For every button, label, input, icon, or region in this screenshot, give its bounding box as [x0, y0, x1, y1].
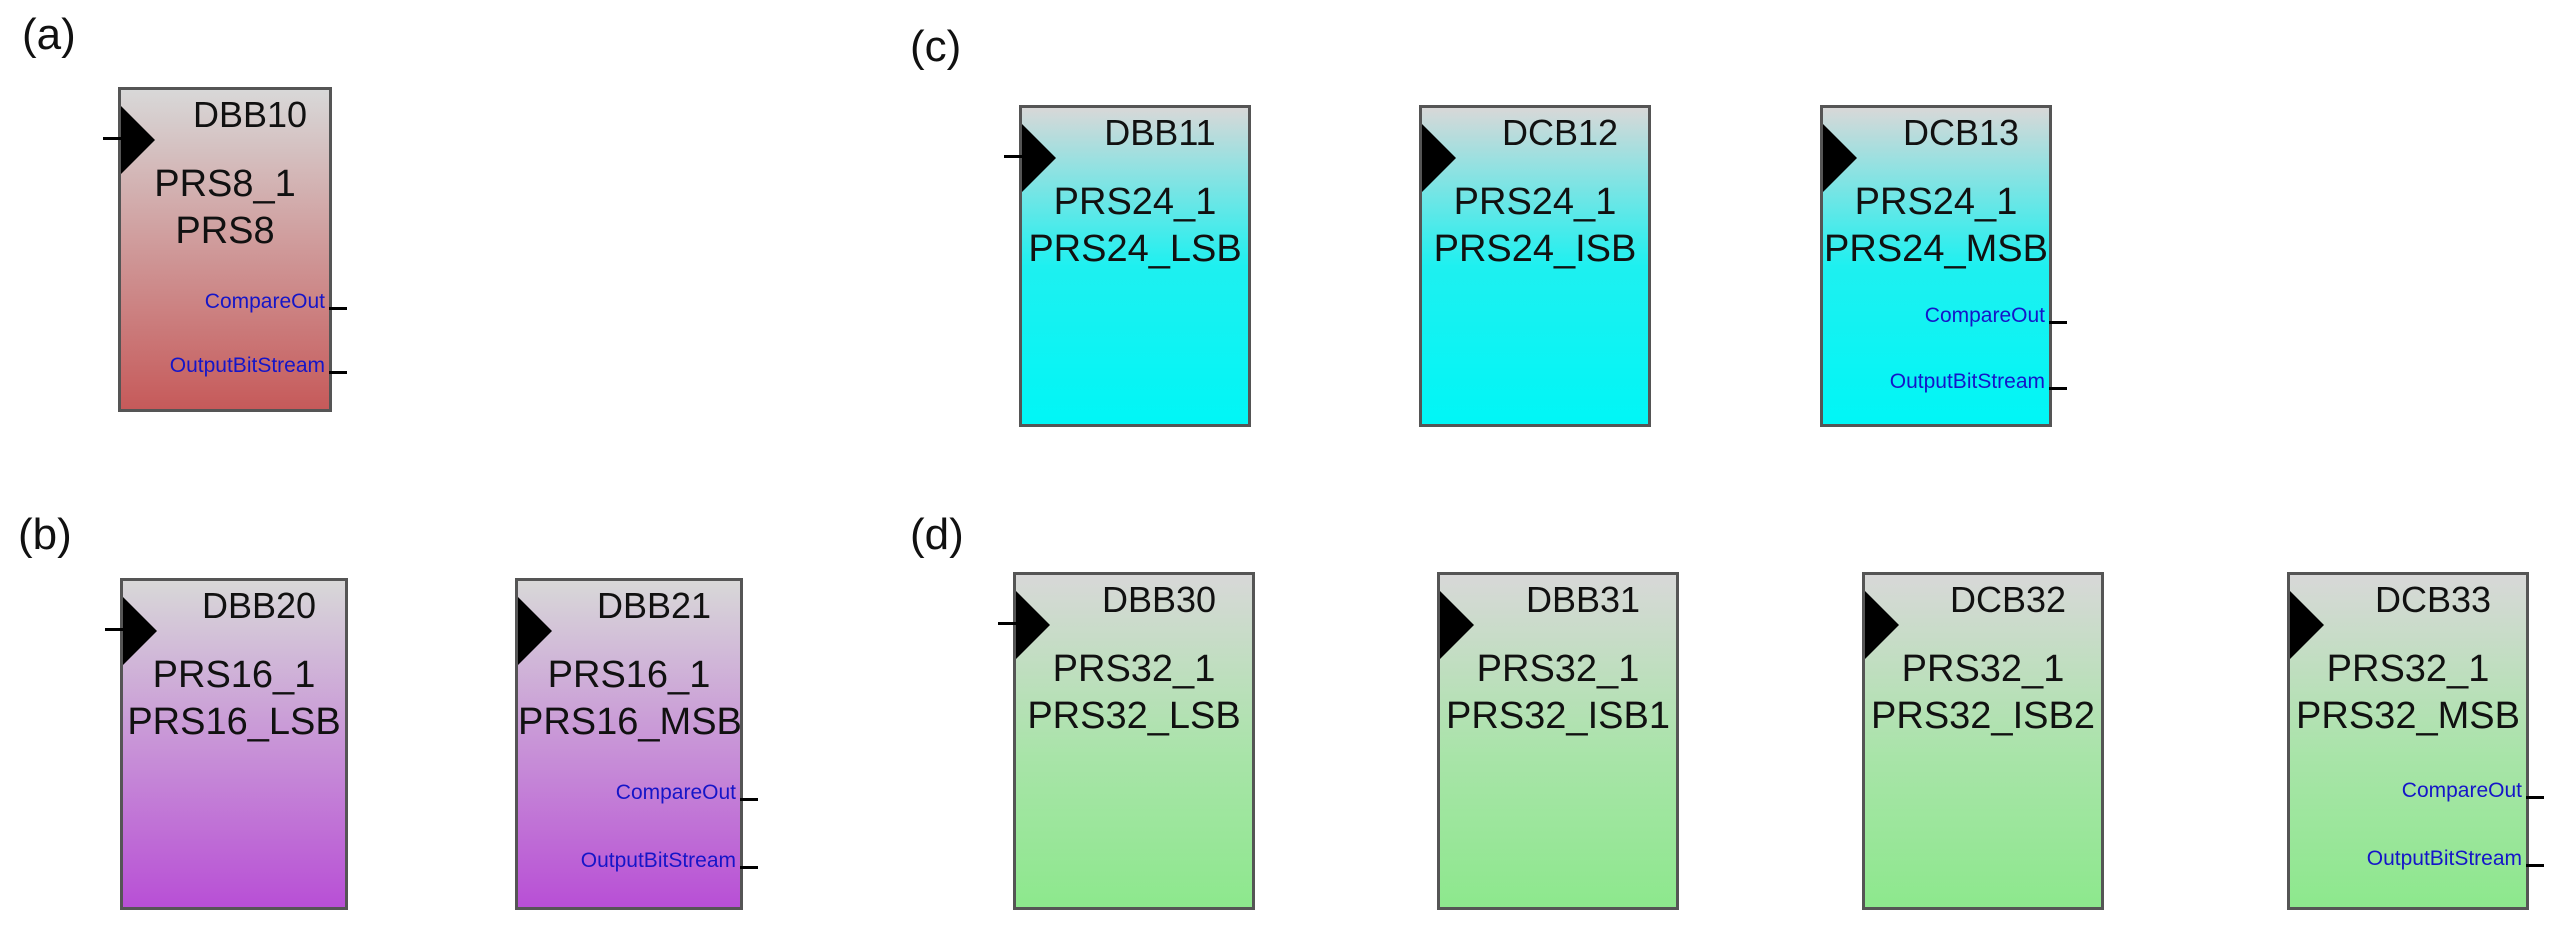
block-module: PRS24_MSB	[1824, 228, 2048, 270]
block-name: DBB20	[201, 585, 317, 626]
clock-triangle-icon	[1823, 124, 1857, 192]
block-dbb30[interactable]: DBB30 PRS32_1 PRS32_LSB	[998, 572, 1255, 910]
output-bitstream-label: OutputBitStream	[580, 849, 736, 872]
compare-out-label: CompareOut	[204, 290, 325, 313]
block-module: PRS24_LSB	[1028, 228, 1242, 270]
block-instance: PRS16_1	[152, 654, 316, 696]
clock-input-lead[interactable]	[1004, 155, 1022, 158]
compare-out-label: CompareOut	[1924, 304, 2045, 327]
block-instance: PRS8_1	[154, 163, 296, 205]
clock-triangle-icon	[1440, 591, 1474, 659]
block-module: PRS16_MSB	[518, 701, 742, 743]
block-name: DBB11	[1104, 112, 1216, 153]
block-name: DBB31	[1525, 579, 1641, 620]
block-dcb13[interactable]: DCB13 PRS24_1 PRS24_MSB CompareOut Outpu…	[1820, 105, 2067, 427]
compare-out-lead[interactable]	[740, 798, 758, 801]
block-dbb11[interactable]: DBB11 PRS24_1 PRS24_LSB	[1004, 105, 1251, 427]
block-module: PRS16_LSB	[127, 701, 341, 743]
block-name: DCB32	[1949, 579, 2067, 620]
panel-label-d: (d)	[910, 510, 964, 559]
clock-triangle-icon	[518, 597, 552, 665]
output-bitstream-lead[interactable]	[740, 866, 758, 869]
clock-triangle-icon	[1016, 591, 1050, 659]
output-bitstream-label: OutputBitStream	[1889, 370, 2045, 393]
block-dbb31[interactable]: DBB31 PRS32_1 PRS32_ISB1	[1437, 572, 1679, 910]
block-dcb12[interactable]: DCB12 PRS24_1 PRS24_ISB	[1419, 105, 1651, 427]
block-name: DBB10	[192, 94, 308, 135]
clock-triangle-icon	[121, 106, 155, 174]
block-dbb21[interactable]: DBB21 PRS16_1 PRS16_MSB CompareOut Outpu…	[515, 578, 758, 910]
output-bitstream-label: OutputBitStream	[169, 354, 325, 377]
block-module: PRS32_MSB	[2296, 695, 2520, 737]
compare-out-label: CompareOut	[615, 781, 736, 804]
block-instance: PRS32_1	[1476, 648, 1640, 690]
block-instance: PRS32_1	[2326, 648, 2490, 690]
clock-input-lead[interactable]	[103, 137, 121, 140]
block-name: DCB13	[1902, 112, 2020, 153]
panel-label-a: (a)	[22, 10, 76, 59]
clock-triangle-icon	[123, 597, 157, 665]
clock-triangle-icon	[1022, 124, 1056, 192]
block-module: PRS32_LSB	[1027, 695, 1241, 737]
clock-triangle-icon	[1865, 591, 1899, 659]
block-dbb10[interactable]: DBB10 PRS8_1 PRS8 CompareOut OutputBitSt…	[103, 87, 347, 412]
compare-out-lead[interactable]	[2526, 796, 2544, 799]
block-instance: PRS16_1	[547, 654, 711, 696]
clock-input-lead[interactable]	[998, 622, 1016, 625]
output-bitstream-label: OutputBitStream	[2366, 847, 2522, 870]
block-dcb32[interactable]: DCB32 PRS32_1 PRS32_ISB2	[1862, 572, 2104, 910]
compare-out-lead[interactable]	[329, 307, 347, 310]
block-name: DBB21	[596, 585, 712, 626]
block-instance: PRS24_1	[1053, 181, 1217, 223]
block-module: PRS8	[175, 210, 275, 252]
block-dcb33[interactable]: DCB33 PRS32_1 PRS32_MSB CompareOut Outpu…	[2287, 572, 2544, 910]
block-name: DCB12	[1501, 112, 1619, 153]
clock-input-lead[interactable]	[105, 628, 123, 631]
block-module: PRS32_ISB1	[1446, 695, 1670, 737]
block-name: DCB33	[2374, 579, 2492, 620]
clock-triangle-icon	[2290, 591, 2324, 659]
block-instance: PRS32_1	[1052, 648, 1216, 690]
compare-out-label: CompareOut	[2401, 779, 2522, 802]
output-bitstream-lead[interactable]	[329, 371, 347, 374]
block-module: PRS24_ISB	[1433, 228, 1637, 270]
block-instance: PRS24_1	[1453, 181, 1617, 223]
block-module: PRS32_ISB2	[1871, 695, 2095, 737]
output-bitstream-lead[interactable]	[2049, 387, 2067, 390]
block-dbb20[interactable]: DBB20 PRS16_1 PRS16_LSB	[105, 578, 348, 910]
panel-label-c: (c)	[910, 22, 962, 71]
panel-label-b: (b)	[18, 510, 72, 559]
block-name: DBB30	[1101, 579, 1217, 620]
block-instance: PRS32_1	[1901, 648, 2065, 690]
clock-triangle-icon	[1422, 124, 1456, 192]
compare-out-lead[interactable]	[2049, 321, 2067, 324]
output-bitstream-lead[interactable]	[2526, 864, 2544, 867]
block-instance: PRS24_1	[1854, 181, 2018, 223]
